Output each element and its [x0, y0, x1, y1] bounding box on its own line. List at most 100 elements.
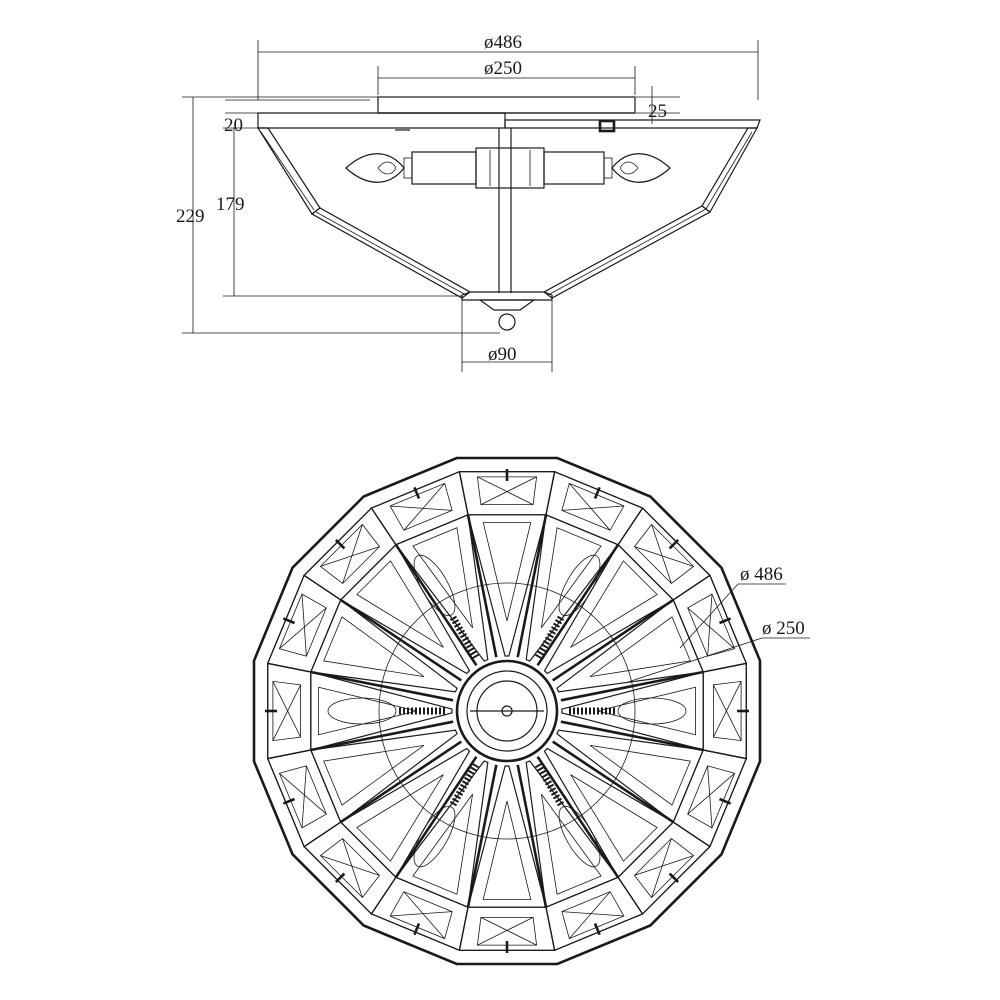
inner-facet: [339, 543, 471, 675]
facet-cross: [707, 765, 713, 828]
spoke: [560, 720, 704, 752]
facet-cross: [477, 476, 534, 505]
center-stem: [498, 128, 512, 293]
rim-tick: [668, 538, 680, 550]
spoke-outer: [267, 749, 311, 760]
radial-spokes: [267, 471, 747, 951]
facet-cross: [320, 546, 380, 567]
bottom-view: ø 486 ø 250: [252, 456, 810, 966]
spoke-outer: [703, 749, 747, 760]
rim-tick: [413, 486, 421, 499]
bottom-cap: [461, 291, 553, 331]
plan-bulb: [413, 762, 480, 868]
spoke-outer: [267, 662, 311, 673]
facet-cross: [561, 505, 624, 511]
spoke: [516, 764, 548, 908]
spoke-outer: [370, 507, 397, 546]
rim-tick: [668, 872, 680, 884]
spoke: [339, 598, 463, 682]
facet-cross: [390, 505, 453, 511]
facet-cross: [687, 772, 735, 815]
rim-tick: [334, 538, 346, 550]
outer-facet-inner: [319, 523, 381, 585]
rim-tick: [282, 617, 295, 625]
plan-bulb: [534, 762, 601, 868]
plan-bulb: [327, 697, 445, 725]
facet-cross: [403, 483, 446, 531]
spoke: [394, 755, 478, 879]
spoke-outer: [617, 876, 644, 915]
inner-facet: [309, 598, 458, 693]
spoke: [551, 740, 675, 824]
shade-top-ring: [257, 112, 761, 133]
facet-cross: [342, 838, 363, 898]
inner-facet-triangle: [323, 745, 425, 806]
dimension-shade-height: 179: [216, 127, 462, 297]
facet-cross: [301, 765, 307, 828]
facet-cross: [477, 917, 534, 946]
inner-facet: [339, 747, 471, 879]
dimension-canopy-diameter: ø250: [377, 58, 636, 95]
outer-facet-inner: [319, 837, 381, 899]
inner-facet-triangle: [589, 745, 691, 806]
spoke-outer: [458, 471, 469, 515]
facet-cross: [342, 524, 363, 584]
dim-label-total-height: 229: [176, 206, 205, 227]
lamp-holders: [403, 147, 613, 189]
spoke: [516, 514, 548, 658]
spoke-outer: [672, 574, 711, 601]
side-view: ø486 ø250 25 20 229: [176, 32, 761, 372]
right-bulb: [611, 153, 671, 183]
dimension-canopy-thickness: 25: [636, 86, 680, 124]
spoke: [536, 755, 620, 879]
inner-facet: [543, 747, 675, 879]
rim-tick: [334, 872, 346, 884]
outer-facet-inner: [633, 523, 695, 585]
outer-facet: [303, 507, 397, 601]
facet-cross: [687, 607, 735, 650]
leader-canopy-diameter: ø 250: [627, 618, 810, 683]
outer-facet-inner: [633, 837, 695, 899]
inner-facet: [394, 760, 489, 909]
dimension-total-height: 229: [176, 96, 500, 334]
outer-facet: [617, 507, 711, 601]
inner-facet-triangle: [482, 522, 532, 622]
facet-cross: [403, 891, 446, 939]
spoke-outer: [545, 907, 556, 951]
facet-cross: [651, 524, 672, 584]
outer-facet: [303, 821, 397, 915]
inner-facet: [556, 729, 705, 824]
inner-facet: [525, 513, 620, 662]
canopy-circle: [378, 582, 636, 840]
right-shade-arm: [542, 127, 759, 299]
inner-facet-triangle: [356, 774, 444, 862]
dim-label-canopy-thickness: 25: [648, 101, 667, 122]
spoke-outer: [617, 507, 644, 546]
facet-cross: [301, 594, 307, 657]
dimension-shade-offset: 20: [224, 99, 370, 136]
inner-facet: [556, 598, 705, 693]
spoke: [560, 670, 704, 702]
inner-facet-triangle: [570, 560, 658, 648]
spoke: [466, 514, 498, 658]
outer-facet: [617, 821, 711, 915]
spoke: [310, 720, 454, 752]
inner-facet-triangle: [323, 616, 425, 677]
facet-cross: [272, 684, 301, 741]
facet-cross: [568, 891, 611, 939]
rim-tick: [719, 617, 732, 625]
dim-label-shade-height: 179: [216, 194, 245, 215]
spoke-outer: [370, 876, 397, 915]
facet-cross: [713, 681, 742, 738]
inner-facet-triangle: [541, 793, 602, 895]
inner-facet-triangle: [412, 527, 473, 629]
facet-cross: [279, 772, 327, 815]
facet-cross: [713, 684, 742, 741]
rim-outer-polygon: [252, 456, 762, 966]
finial: [498, 313, 516, 331]
rim-tick: [719, 797, 732, 805]
facet-cross: [272, 681, 301, 738]
plan-bulb: [534, 554, 601, 660]
dim-label-canopy-diameter: ø250: [484, 58, 522, 79]
